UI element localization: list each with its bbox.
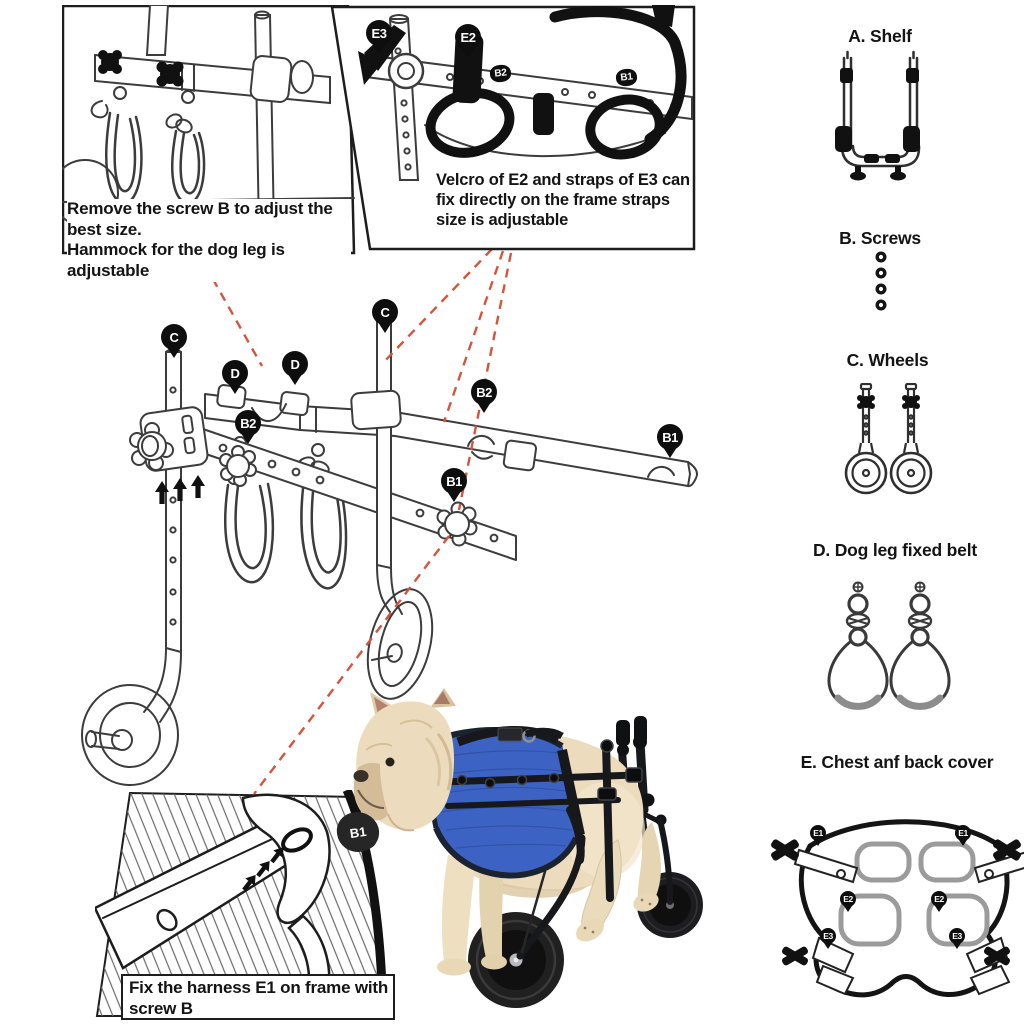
pin-cover-e1-right: E1 [955,825,971,841]
part-heading-shelf: A. Shelf [848,26,912,46]
part-heading-chest-cover: E. Chest anf back cover [800,752,994,772]
note-hammock: Remove the screw B to adjust the best si… [67,199,351,282]
front-legs [437,855,507,976]
shelf-frame-illustration [835,50,921,181]
shoulder-strap [456,725,564,747]
part-heading-screws: B. Screws [839,228,921,248]
part-heading-leg-belt: D. Dog leg fixed belt [812,540,977,560]
pin-e2-inset: E2 [455,24,481,50]
hammock-loops [224,436,348,590]
pin-d1: D [222,360,248,386]
wheels-illustration [844,383,933,495]
detail-inset-hammock: Remove the screw B to adjust the best si… [62,5,358,282]
screws-illustration [875,251,887,311]
pin-e3-inset: E3 [366,20,392,46]
black-knobs [98,50,184,87]
pin-b1-mid: B1 [441,468,467,494]
screw-b-magnified-illustration [95,790,389,1017]
pin-cover-e3-right: E3 [949,928,965,944]
pin-cover-e2-right: E2 [931,891,947,907]
pin-b2-left: B2 [235,410,261,436]
side-frame-bars [438,740,639,902]
pin-c2: C [372,299,398,325]
pin-c1: C [161,324,187,350]
up-arrows [155,475,205,504]
pin-cover-e2-left: E2 [840,891,856,907]
pin-cover-e3-left: E3 [820,928,836,944]
pin-b1-right: B1 [657,424,683,450]
rear-frame-knobs [616,716,667,826]
dog-in-wheelchair-photo [353,688,703,1008]
pin-d2: D [282,351,308,377]
dog-head [353,688,456,832]
note-screw-b: Fix the harness E1 on frame with screw B [121,974,395,1020]
inset-arrows [242,846,284,892]
note-velcro: Velcro of E2 and straps of E3 can fix di… [436,171,690,230]
star-knob-b1 [436,501,478,547]
star-knob-b2 [219,445,257,487]
pin-b2-right: B2 [471,379,497,405]
part-heading-wheels: C. Wheels [846,350,929,370]
hammock-adjustment-illustration [62,5,356,255]
chest-back-cover-illustration [771,819,1024,998]
leg-belt-illustration [827,581,951,710]
pin-cover-e1-left: E1 [810,825,826,841]
left-clamp-assembly [129,406,209,472]
strap-x-ends [771,839,1021,966]
frame-bolts [456,739,643,801]
star-knob-large [129,422,174,471]
detail-inset-screw-b [95,790,397,1020]
